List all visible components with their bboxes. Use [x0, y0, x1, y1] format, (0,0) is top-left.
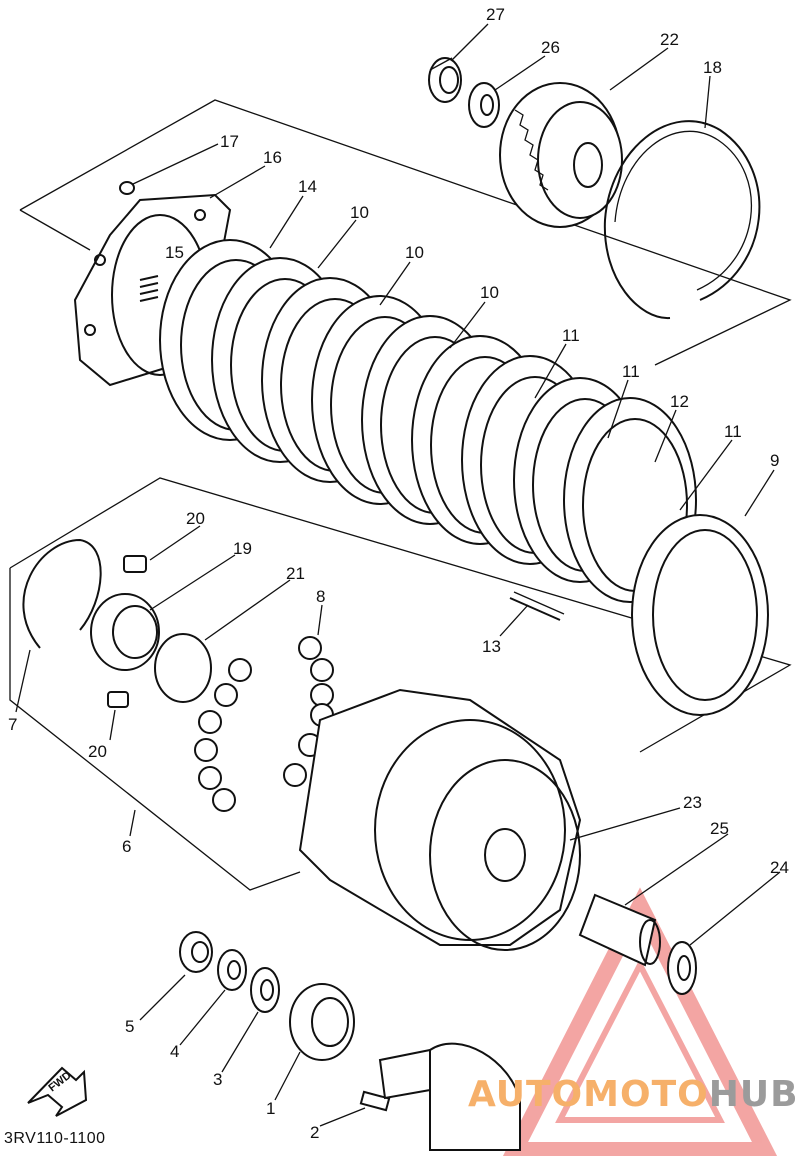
label-11c: 11: [724, 422, 742, 441]
label-18: 18: [703, 58, 722, 77]
label-12: 12: [670, 392, 689, 411]
label-14: 14: [298, 177, 317, 196]
watermark-part1: AUTOMOTO: [468, 1074, 709, 1115]
nut-5: [179, 931, 213, 973]
pawl-20-upper: [123, 555, 147, 573]
label-13: 13: [482, 637, 501, 656]
wire-circlip-18: [603, 120, 761, 320]
clutch-housing-6: [298, 688, 582, 951]
label-22: 22: [660, 30, 679, 49]
plate-9: [631, 514, 769, 716]
part-code: 3RV110-1100: [4, 1130, 106, 1147]
circlip-7: [22, 538, 102, 649]
label-15: 15: [165, 243, 184, 262]
washer-4: [217, 949, 247, 991]
circlip-21: [154, 633, 212, 703]
label-21: 21: [286, 564, 305, 583]
label-17: 17: [220, 132, 239, 151]
label-27: 27: [486, 5, 505, 24]
clutch-boss-22: [499, 82, 623, 228]
watermark-logo-triangle: [502, 887, 778, 1156]
watermark-part2: HUB: [708, 1074, 799, 1115]
clutch-housing-box: [9, 568, 301, 891]
upper-assembly-box: [19, 99, 792, 366]
label-4: 4: [170, 1042, 179, 1061]
key-2: [359, 1090, 391, 1112]
label-5: 5: [125, 1017, 134, 1036]
label-1: 1: [266, 1099, 275, 1118]
washer-24: [667, 941, 697, 995]
label-20a: 20: [186, 509, 205, 528]
lifter-19: [90, 593, 160, 671]
leader-lines: [15, 23, 781, 1127]
label-23: 23: [683, 793, 702, 812]
washer-26: [468, 82, 500, 128]
label-10a: 10: [350, 203, 369, 222]
label-8: 8: [316, 587, 325, 606]
shaft: [378, 1042, 521, 1151]
spring-15: [139, 275, 159, 302]
pawl-20-lower: [107, 691, 129, 708]
balls-8: [194, 636, 334, 812]
collar-25: [578, 893, 661, 967]
label-10b: 10: [405, 243, 424, 262]
push-rod-13: [509, 591, 565, 621]
fwd-arrow-icon: FWD: [27, 1066, 88, 1117]
label-3: 3: [213, 1070, 222, 1089]
label-10c: 10: [480, 283, 499, 302]
gear-1: [289, 983, 355, 1061]
washer-3: [250, 967, 280, 1013]
nut-27: [428, 57, 462, 103]
label-19: 19: [233, 539, 252, 558]
label-7: 7: [8, 715, 17, 734]
label-2: 2: [310, 1123, 319, 1142]
label-11a: 11: [562, 326, 580, 345]
label-11b: 11: [622, 362, 640, 381]
screw-17: [119, 181, 135, 195]
label-16: 16: [263, 148, 282, 167]
label-26: 26: [541, 38, 560, 57]
label-20b: 20: [88, 742, 107, 761]
watermark-text: AUTOMOTOHUB: [468, 1074, 799, 1115]
label-6: 6: [122, 837, 131, 856]
label-24: 24: [770, 858, 789, 877]
label-9: 9: [770, 451, 779, 470]
label-25: 25: [710, 819, 729, 838]
clutch-plate-stack: [211, 257, 697, 603]
